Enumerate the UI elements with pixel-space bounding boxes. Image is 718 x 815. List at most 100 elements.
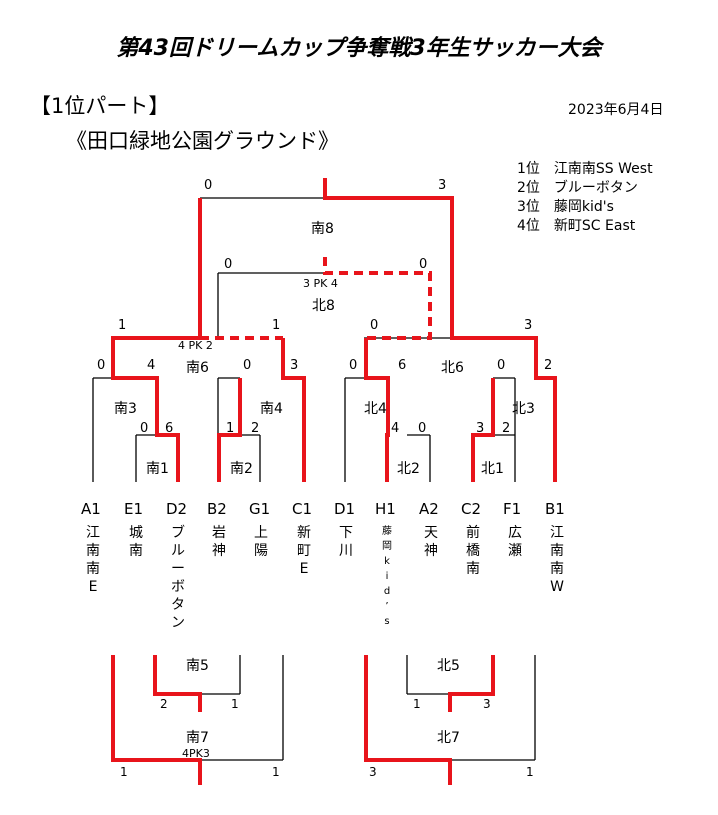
venue-label: 《田口緑地公園グラウンド》 [66, 129, 339, 153]
ranking-team: 新町SC East [553, 218, 636, 234]
score-label: 6 [398, 358, 407, 373]
bracket-lines-winner [111, 178, 557, 785]
score-label: 2 [160, 697, 168, 711]
score-label: 1 [120, 765, 128, 779]
team-code: B2 [207, 500, 227, 518]
event-date: 2023年6月4日 [568, 102, 664, 118]
score-label: 0 [243, 358, 252, 373]
winner-line [217, 378, 242, 482]
page-title: 第43回ドリームカップ争奪戦3年生サッカー大会 [116, 36, 602, 61]
team-code: C2 [461, 500, 482, 518]
ranking-place: 2位 [517, 180, 540, 196]
bracket-lines-pk [200, 257, 432, 340]
team-name: 天神 [424, 525, 438, 559]
winner-line [281, 338, 306, 482]
ranking-item: 1位江南南SS West [517, 158, 653, 178]
bracket-lines-loser [92, 197, 536, 761]
score-label: 3 [438, 178, 447, 193]
score-label: 2 [251, 421, 260, 436]
score-label: 0 [97, 358, 106, 373]
ranking-team: ブルーボタン [553, 180, 638, 196]
winner-line [153, 655, 202, 712]
ranking-item: 4位新町SC East [517, 215, 635, 235]
team-code: D2 [166, 500, 188, 518]
score-label: 4 [391, 421, 400, 436]
score-label: 1 [226, 421, 235, 436]
ranking-place: 4位 [517, 218, 540, 234]
score-label: 0 [349, 358, 358, 373]
pk-label: 3 PK 4 [303, 277, 338, 290]
match-label: 北4 [364, 401, 387, 417]
score-label: 3 [476, 421, 485, 436]
score-label: 3 [524, 318, 533, 333]
match-label: 南8 [311, 221, 334, 237]
match-label: 北5 [437, 658, 460, 674]
match-label: 南4 [260, 401, 283, 417]
score-label: 0 [140, 421, 149, 436]
team-name: 下川 [339, 525, 353, 559]
match-label: 南1 [144, 458, 171, 478]
score-label: 1 [272, 318, 281, 333]
score-label: 3 [290, 358, 299, 373]
score-label: 0 [224, 257, 233, 272]
score-label: 6 [165, 421, 174, 436]
match-label: 北1 [479, 458, 506, 478]
pk-label: 4 PK 2 [178, 339, 213, 352]
match-label: 南5 [186, 658, 209, 674]
score-label: 1 [231, 697, 239, 711]
team-code: F1 [503, 500, 522, 518]
match-label: 南7 [186, 730, 209, 746]
part-label: 【1位パート】 [30, 94, 170, 118]
ranking-place: 1位 [517, 161, 540, 177]
match-label: 北7 [437, 730, 460, 746]
match-label: 北6 [441, 360, 464, 376]
team-code: D1 [334, 500, 356, 518]
match-label: 南2 [228, 458, 255, 478]
winner-line [364, 338, 390, 482]
team-code: C1 [292, 500, 313, 518]
team-code: H1 [375, 500, 396, 518]
score-label: 4 [147, 358, 156, 373]
winner-line [111, 655, 202, 785]
winner-line [111, 198, 202, 482]
pk-label: 4PK3 [182, 747, 210, 760]
score-label: 0 [497, 358, 506, 373]
pk-line [323, 257, 432, 340]
team-code: E1 [124, 500, 144, 518]
team-code: A1 [81, 500, 101, 518]
team-name: 前橋南 [466, 525, 480, 577]
match-label: 南3 [114, 401, 137, 417]
team-name: 上陽 [254, 525, 268, 559]
winner-line [448, 655, 495, 712]
match-label: 北3 [512, 401, 535, 417]
ranking-item: 2位ブルーボタン [517, 177, 638, 197]
winner-line [471, 378, 495, 482]
score-label: 0 [419, 257, 428, 272]
team-code: B1 [545, 500, 565, 518]
score-label: 0 [370, 318, 379, 333]
team-name: 城南 [129, 525, 143, 559]
team-code: A2 [419, 500, 439, 518]
match-label: 北2 [395, 458, 422, 478]
winner-line [364, 655, 452, 785]
match-label: 北8 [312, 298, 335, 314]
match-label: 南6 [186, 360, 209, 376]
score-label: 1 [272, 765, 280, 779]
ranking-item: 3位藤岡kid's [517, 196, 614, 216]
ranking-team: 藤岡kid's [553, 199, 614, 215]
ranking-place: 3位 [517, 199, 540, 215]
score-label: 0 [418, 421, 427, 436]
score-label: 1 [413, 697, 421, 711]
team-name: 広瀬 [508, 525, 522, 559]
score-label: 0 [204, 178, 213, 193]
team-code: G1 [249, 500, 271, 518]
score-label: 1 [118, 318, 127, 333]
score-label: 2 [544, 358, 553, 373]
winner-line [323, 178, 557, 482]
team-name: 岩神 [212, 525, 226, 559]
